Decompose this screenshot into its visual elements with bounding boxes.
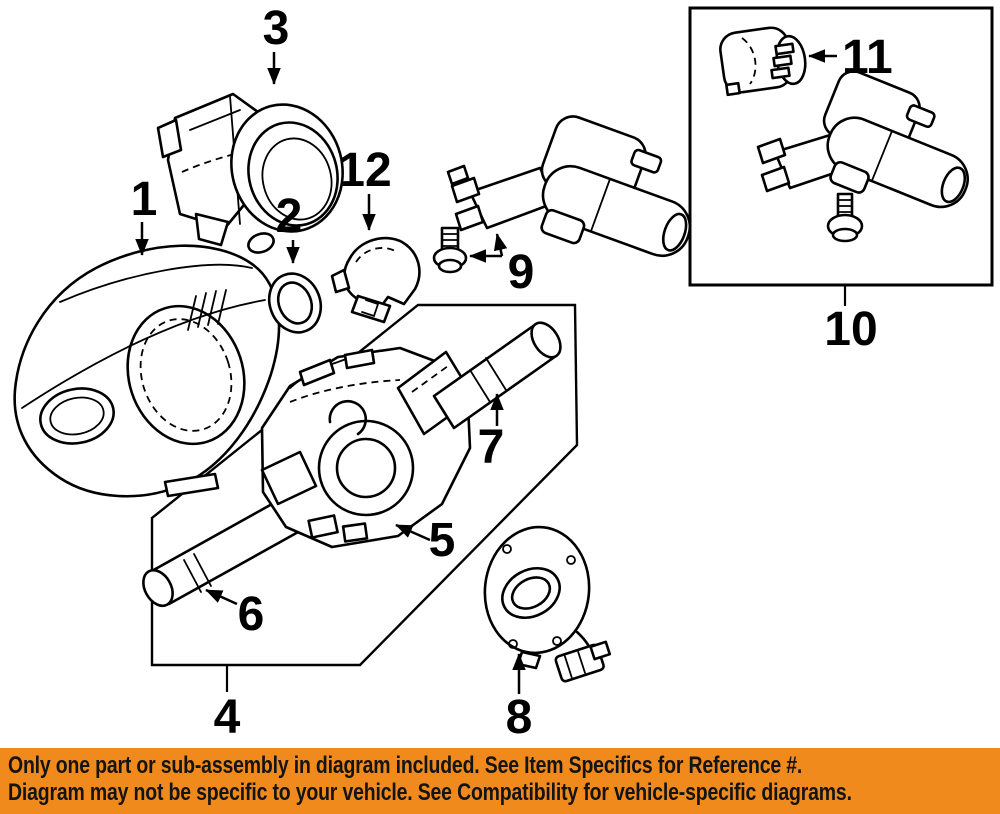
part-12-bracket-drawing	[330, 236, 421, 324]
callout-5: 5	[429, 514, 456, 567]
disclaimer-banner: Only one part or sub-assembly in diagram…	[0, 748, 1000, 814]
callout-2: 2	[276, 190, 303, 243]
part-9-bolt-drawing	[432, 226, 468, 274]
reference-box-part-10	[688, 6, 994, 287]
disclaimer-line-1: Only one part or sub-assembly in diagram…	[8, 752, 803, 779]
callout-6: 6	[238, 588, 265, 641]
callout-6-arrow	[205, 588, 238, 606]
callout-8: 8	[506, 691, 533, 744]
part-3-ignition-ring-drawing	[156, 92, 344, 254]
callout-11: 11	[842, 31, 893, 84]
callout-12: 12	[338, 144, 391, 197]
part-10-bolt-drawing	[826, 192, 864, 243]
part-7-stalk-drawing	[396, 321, 562, 436]
part-8-clock-spring-drawing	[483, 525, 612, 683]
callout-1: 1	[131, 173, 158, 226]
callout-9-arrow-bracket	[493, 233, 508, 257]
part-4-boundary-outline	[150, 303, 579, 667]
callout-labels: 1 2 3 4 5 6 7 8 9 10 11 12	[131, 2, 893, 744]
part-11-switch-drawing	[719, 26, 807, 97]
callout-7: 7	[478, 421, 505, 474]
part-9-steering-lock-drawing	[432, 115, 692, 274]
part-2-ring-drawing	[267, 272, 323, 334]
callout-9: 9	[508, 246, 535, 299]
part-10-lock-cylinder-drawing	[756, 70, 969, 243]
exploded-parts-drawing: 1 2 3 4 5 6 7 8 9 10 11 12	[13, 2, 994, 744]
callout-10: 10	[824, 303, 877, 356]
callout-3: 3	[263, 2, 290, 55]
callout-4: 4	[214, 691, 241, 744]
callout-5-arrow	[395, 523, 431, 542]
part-1-column-cover-drawing	[13, 244, 281, 498]
disclaimer-line-2: Diagram may not be specific to your vehi…	[8, 779, 852, 806]
